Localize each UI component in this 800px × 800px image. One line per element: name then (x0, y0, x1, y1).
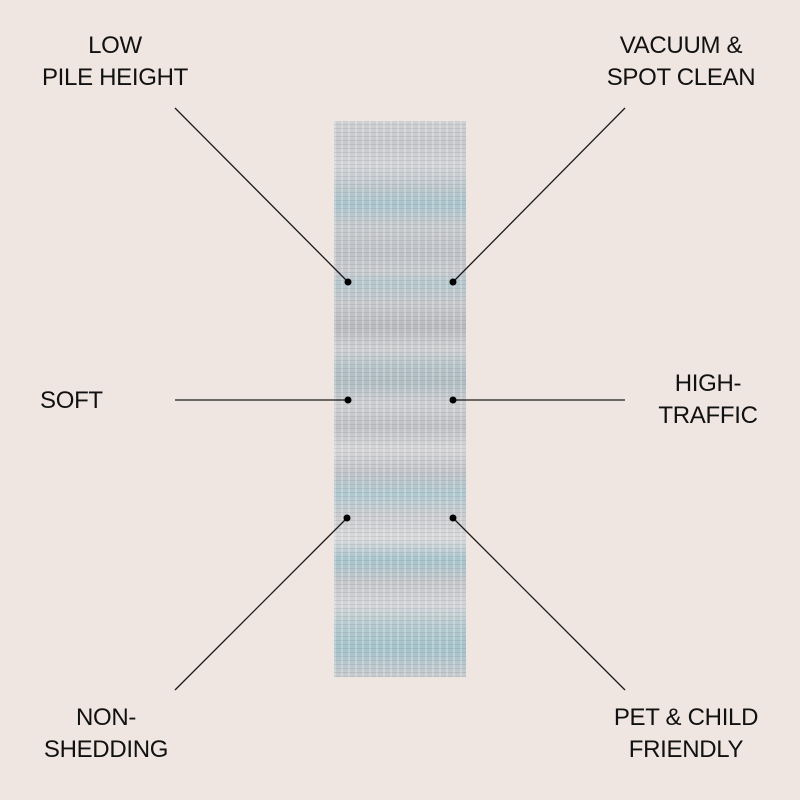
feature-label-vacuum-spot-clean: VACUUM & SPOT CLEAN (600, 30, 762, 94)
label-line: SHEDDING (43, 736, 169, 763)
callout-dot-soft (344, 396, 352, 404)
callout-dot-pet-child (449, 514, 457, 522)
feature-label-non-shedding: NON- SHEDDING (40, 702, 172, 766)
feature-label-soft: SOFT (40, 385, 110, 417)
label-line: HIGH- (674, 370, 742, 397)
callout-line-pet-child (452, 517, 626, 691)
callout-dot-high-traffic (449, 396, 457, 404)
label-line: LOW (88, 32, 142, 59)
label-line: PET & CHILD (613, 704, 759, 731)
label-line: SPOT CLEAN (606, 64, 756, 91)
label-line: FRIENDLY (628, 736, 744, 763)
callout-line-vacuum (452, 107, 626, 283)
callout-line-non-shedding (174, 517, 348, 691)
callout-dot-vacuum (449, 278, 457, 286)
feature-label-low-pile-height: LOW PILE HEIGHT (40, 30, 190, 94)
feature-label-high-traffic: HIGH- TRAFFIC (656, 368, 760, 432)
callout-dot-low-pile (344, 278, 352, 286)
feature-label-pet-child-friendly: PET & CHILD FRIENDLY (610, 702, 762, 766)
label-line: NON- (75, 704, 137, 731)
label-line: VACUUM & (619, 32, 743, 59)
callout-dot-non-shedding (343, 514, 351, 522)
label-line: SOFT (40, 387, 103, 414)
label-line: PILE HEIGHT (41, 64, 189, 91)
callout-line-low-pile (174, 107, 349, 283)
runner-rug-image (334, 121, 466, 677)
label-line: TRAFFIC (658, 402, 758, 429)
